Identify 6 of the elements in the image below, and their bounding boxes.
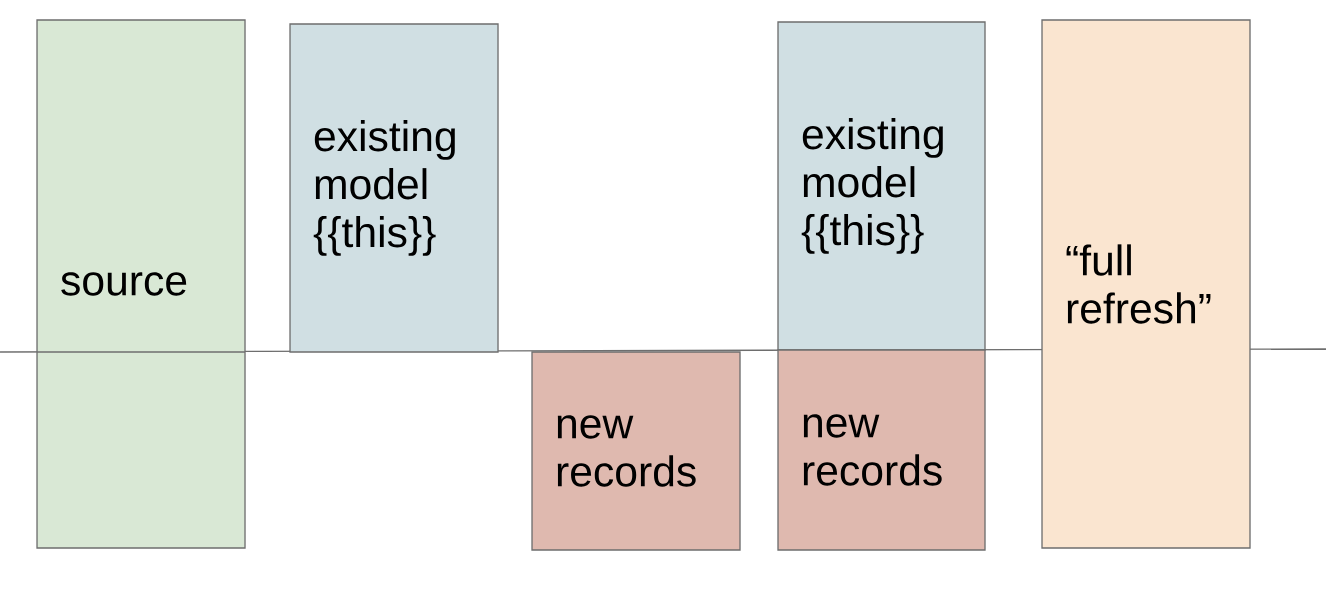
process-box: existing model {{this}} bbox=[289, 23, 499, 353]
process-box: new records bbox=[531, 351, 741, 551]
process-box: source bbox=[36, 19, 246, 549]
process-box: “full refresh” bbox=[1041, 19, 1251, 549]
process-box: existing model {{this}} bbox=[777, 21, 986, 351]
process-box: new records bbox=[777, 349, 986, 551]
